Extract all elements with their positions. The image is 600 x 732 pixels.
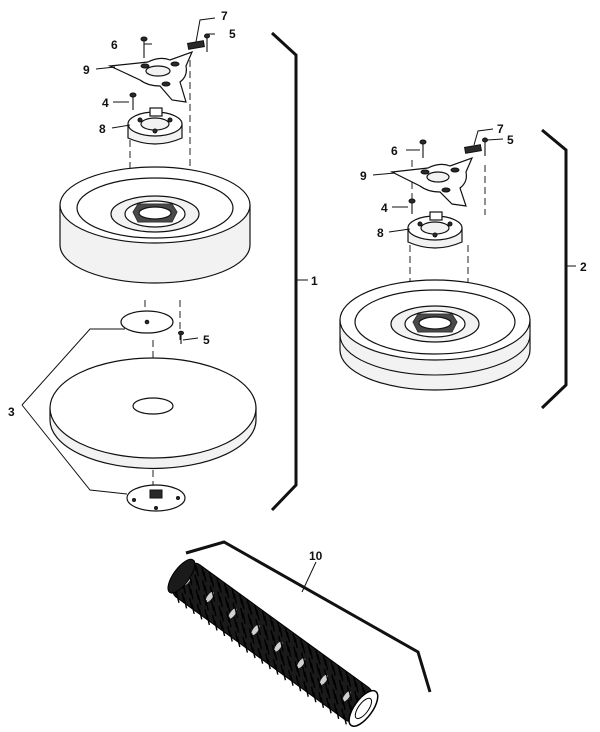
screw-5-left-pad — [178, 330, 184, 344]
brush-roller-10 — [167, 540, 432, 727]
bracket-2 — [540, 128, 568, 410]
callout-8-right: 8 — [377, 226, 384, 240]
leader-10 — [301, 561, 317, 593]
callout-5-right: 5 — [507, 133, 514, 147]
hub-8-right — [407, 211, 463, 249]
screw-6-left — [140, 36, 148, 58]
callout-3: 3 — [8, 405, 15, 419]
tri-plate-9-left — [107, 50, 194, 103]
spring-clip-7-left — [187, 40, 205, 50]
drive-disc-left — [59, 166, 251, 284]
leader-5-left-pad — [182, 337, 199, 341]
callout-4-right: 4 — [381, 201, 388, 215]
leader-3-top — [21, 328, 125, 406]
leader-7-right — [473, 128, 494, 146]
callout-7-right: 7 — [497, 122, 504, 136]
callout-5-left-top: 5 — [229, 27, 236, 41]
screw-6-right — [419, 139, 427, 158]
callout-6-left: 6 — [111, 38, 118, 52]
left-pad-driver-assembly — [21, 17, 308, 512]
screw-5-left-top — [204, 33, 210, 52]
leader-7-left — [195, 17, 216, 43]
callout-7-left: 7 — [221, 9, 228, 23]
center-plate-left — [120, 310, 174, 334]
callout-9-right: 9 — [360, 169, 367, 183]
callout-10: 10 — [309, 549, 323, 563]
callout-1: 1 — [311, 274, 318, 288]
callout-4-left: 4 — [102, 96, 109, 110]
callout-2: 2 — [580, 260, 587, 274]
pad-retainer-left — [126, 484, 186, 512]
leader-9-left — [95, 66, 116, 70]
bracket-10 — [185, 540, 432, 693]
tri-plate-9-right — [389, 156, 474, 207]
leader-5-right — [486, 138, 504, 141]
right-pad-driver-assembly — [339, 128, 576, 410]
leader-3-bottom — [21, 404, 128, 495]
floor-pad-left — [49, 357, 257, 470]
callout-6-right: 6 — [391, 144, 398, 158]
hub-8-left — [127, 107, 183, 145]
screw-4-right — [408, 198, 416, 214]
leader-8-right — [388, 228, 411, 233]
callout-5-left-pad: 5 — [203, 333, 210, 347]
screw-5-right — [482, 137, 488, 156]
bracket-1 — [270, 31, 298, 512]
drive-disc-right — [339, 279, 531, 391]
screw-4-left — [129, 92, 137, 110]
callout-8-left: 8 — [99, 122, 106, 136]
spring-clip-7-right — [464, 144, 482, 154]
leader-9-right — [372, 172, 396, 176]
callout-9-left: 9 — [83, 63, 90, 77]
leader-8-left — [111, 124, 131, 129]
